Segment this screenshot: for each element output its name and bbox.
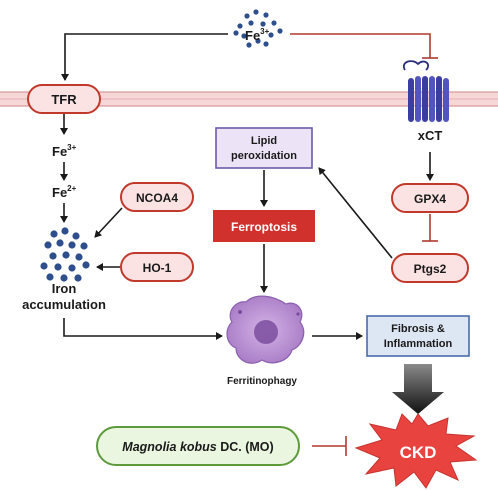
tfr-label: TFR: [51, 92, 77, 107]
xct-transporter: xCT: [402, 60, 449, 143]
iron-dots-icon: [233, 9, 283, 48]
ncoa4-node: NCOA4: [120, 182, 194, 212]
transporter-icon: [402, 60, 449, 122]
ferritinophagy-label: Ferritinophagy: [227, 376, 297, 387]
mo-label: Magnolia kobus DC. (MO): [122, 440, 273, 454]
ptgs2-node: Ptgs2: [391, 253, 469, 283]
fibrosis-inflammation-node: Fibrosis & Inflammation: [366, 315, 470, 357]
ferroptosis-node: Ferroptosis: [213, 210, 315, 242]
inhibition-fe3-to-xct: [290, 33, 431, 58]
iron-accumulation-cluster: Iron accumulation: [22, 227, 106, 312]
lipid-peroxidation-node: Lipid peroxidation: [215, 127, 313, 169]
big-arrow-to-ckd: [392, 364, 444, 414]
arrow-ptgs2-to-lipid: [318, 167, 393, 259]
ckd-label: CKD: [400, 443, 437, 462]
ncoa4-label: NCOA4: [136, 191, 178, 205]
lipid-label-line1: Lipid: [251, 135, 277, 147]
iron-label-line1: Iron: [52, 281, 77, 296]
arrow-iron-to-ferritinophagy: [63, 318, 223, 340]
cell-fragment-icon: [296, 312, 300, 316]
cell-fragment-icon: [238, 310, 242, 314]
gpx4-label: GPX4: [414, 192, 446, 206]
fibrosis-label-line1: Fibrosis &: [391, 323, 445, 335]
xct-label: xCT: [418, 128, 443, 143]
fibrosis-label-line2: Inflammation: [384, 338, 453, 350]
fe3-intracellular-label: Fe3+: [52, 143, 77, 159]
ptgs2-label: Ptgs2: [414, 262, 447, 276]
ferroptosis-label: Ferroptosis: [231, 220, 297, 234]
gpx4-node: GPX4: [391, 183, 469, 213]
mo-treatment-node: Magnolia kobus DC. (MO): [96, 426, 300, 466]
ho1-node: HO-1: [120, 252, 194, 282]
fe3-extracellular-cluster: Fe3+: [233, 9, 283, 48]
burst-shape: [354, 413, 478, 489]
cell-nucleus-icon: [254, 320, 278, 344]
arrow-fe3-to-tfr: [61, 33, 228, 81]
tfr-node: TFR: [27, 84, 101, 114]
ckd-node: CKD: [354, 413, 478, 489]
fe2-label: Fe2+: [52, 184, 77, 200]
lipid-label-line2: peroxidation: [231, 150, 297, 162]
iron-dots-icon: [40, 227, 90, 282]
ferritinophagy-node: Ferritinophagy: [226, 295, 305, 387]
ho1-label: HO-1: [143, 261, 172, 275]
arrow-ncoa4-to-iron: [94, 207, 123, 238]
iron-label-line2: accumulation: [22, 297, 106, 312]
fe3-top-label: Fe3+: [245, 27, 270, 43]
